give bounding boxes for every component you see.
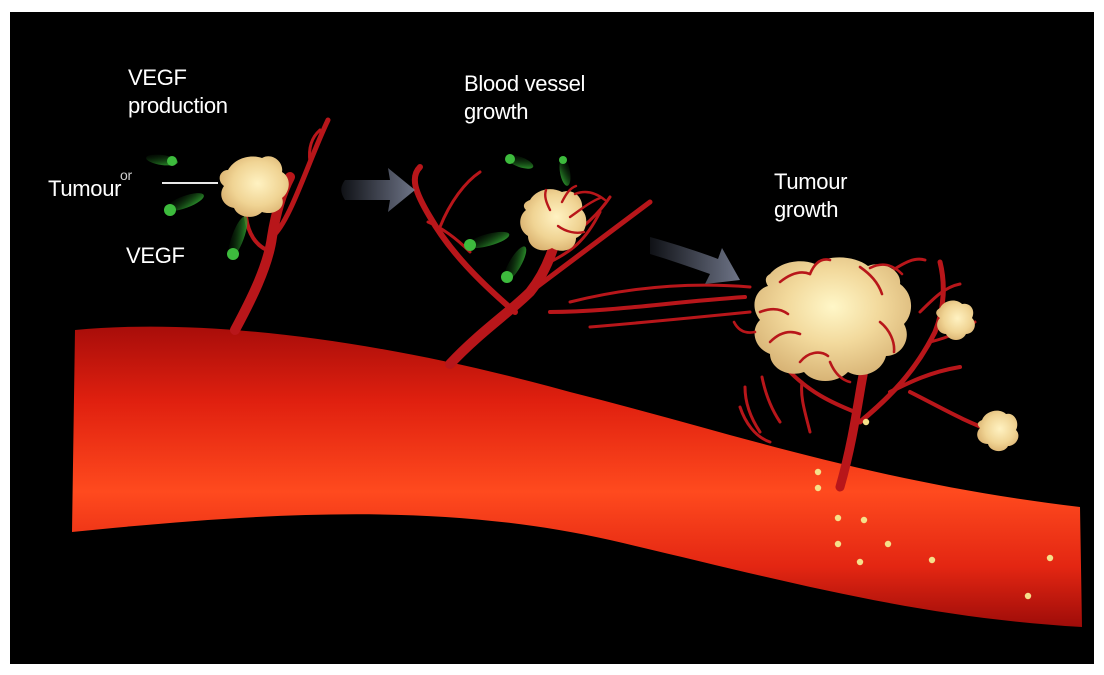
vegf-particle (164, 190, 206, 216)
label-vegf: VEGF (126, 242, 185, 270)
vegf-particles (145, 153, 572, 285)
tumour-cell (1025, 593, 1031, 599)
vegf-particle (145, 153, 178, 167)
tumour-cell (885, 541, 891, 547)
label-tumour-fragment: or (120, 168, 132, 182)
tumour-cell (815, 469, 821, 475)
angiogenesis-diagram: VEGF production Tumour or VEGF Blood ves… (10, 12, 1094, 664)
metastasis-cluster-2 (977, 411, 1018, 451)
process-arrow-1 (341, 168, 415, 212)
tumour-cell (929, 557, 935, 563)
label-vegf-production: VEGF production (128, 64, 228, 120)
tumour-cell (835, 541, 841, 547)
metastasis-cluster-1 (936, 301, 975, 340)
capillary-sprout-1 (235, 120, 328, 330)
tumour-cell (861, 517, 867, 523)
vegf-particle (225, 214, 251, 260)
label-tumour-growth: Tumour growth (774, 168, 851, 226)
tumour-cell (815, 485, 821, 491)
tumour-large (734, 257, 911, 382)
vegf-particle (464, 229, 511, 252)
vegf-particle (505, 153, 535, 172)
main-blood-vessel (72, 327, 1082, 627)
tumour-cell (835, 515, 841, 521)
tumour-cell (1047, 555, 1053, 561)
label-tumour: Tumour (48, 175, 121, 203)
process-arrow-2 (650, 237, 740, 284)
vegf-particle (558, 156, 573, 187)
label-blood-vessel-growth: Blood vessel growth (464, 70, 585, 126)
vegf-particle (500, 244, 530, 285)
tumour-cell (863, 419, 869, 425)
tumour-cell (857, 559, 863, 565)
tumour-initial (220, 156, 289, 217)
